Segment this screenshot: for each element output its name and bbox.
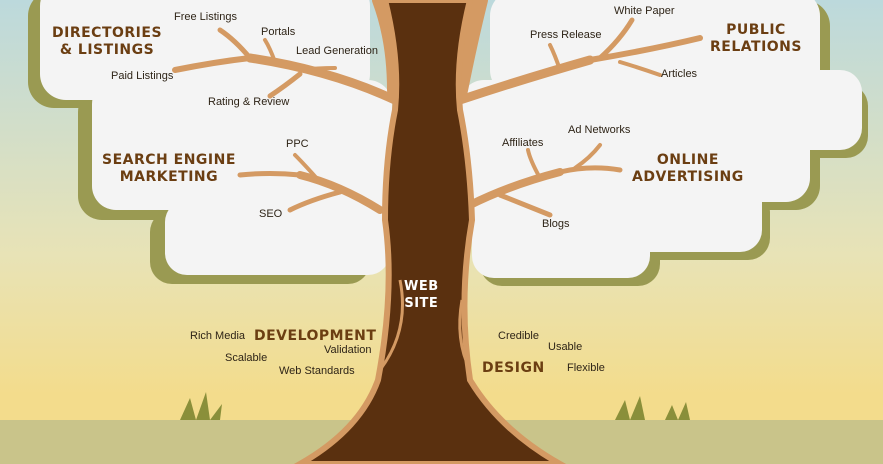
category-development: DEVELOPMENT [254,328,377,344]
category-public-relations: PUBLIC RELATIONS [710,22,802,55]
item-press-release: Press Release [530,29,602,41]
item-rich-media: Rich Media [190,330,246,342]
item-articles: Articles [661,68,698,80]
item-usable: Usable [548,341,583,353]
item-ad-networks: Ad Networks [568,124,631,136]
item-flexible: Flexible [567,362,605,374]
item-seo: SEO [259,208,283,220]
item-paid-listings: Paid Listings [111,70,174,82]
item-blogs: Blogs [542,218,570,230]
item-credible: Credible [498,330,539,342]
item-affiliates: Affiliates [502,137,544,149]
grass-tufts [180,392,690,420]
category-design: DESIGN [482,360,545,376]
item-lead-generation: Lead Generation [296,45,378,57]
item-white-paper: White Paper [614,5,675,17]
item-free-listings: Free Listings [174,11,237,23]
category-directories-listings: DIRECTORIES & LISTINGS [52,25,163,58]
category-search-engine-marketing: SEARCH ENGINE MARKETING [102,152,236,185]
item-scalable: Scalable [225,352,268,364]
item-validation: Validation [324,344,372,356]
category-online-advertising: ONLINE ADVERTISING [632,152,744,185]
item-rating-review: Rating & Review [208,96,290,108]
item-portals: Portals [261,26,296,38]
trunk-root-right [458,299,472,371]
center-label-website: WEB SITE [404,279,439,311]
item-web-standards: Web Standards [279,365,355,377]
trunk-root-left [378,279,404,371]
item-ppc: PPC [286,138,309,150]
